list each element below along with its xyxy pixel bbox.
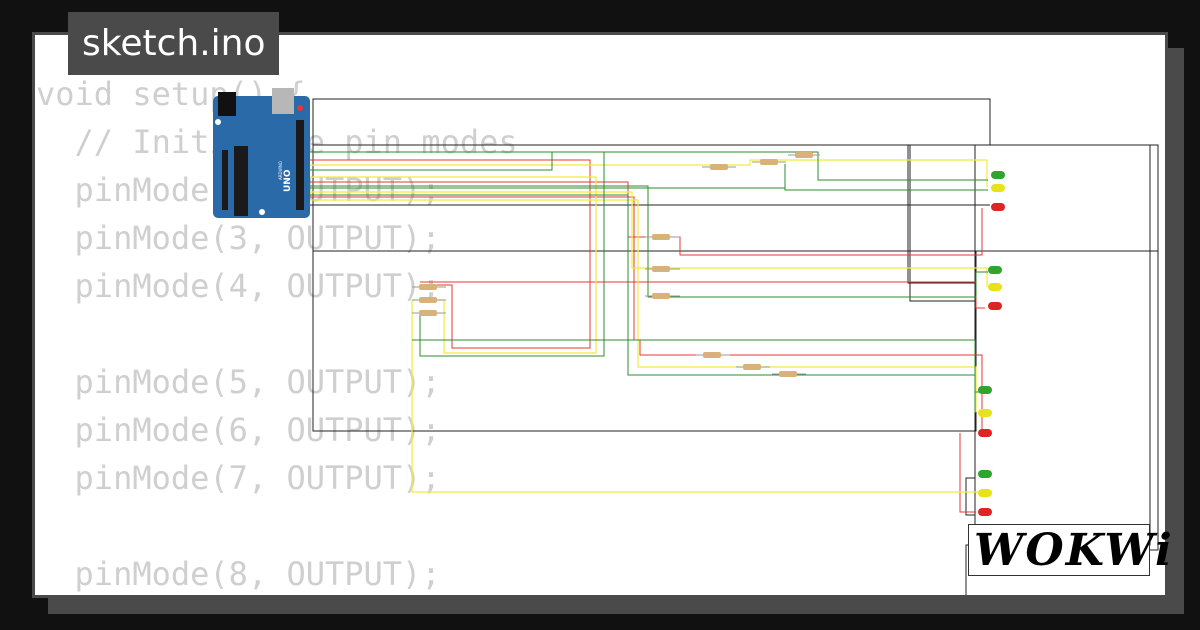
- resistor-icon: [702, 164, 736, 170]
- led-icon: [991, 171, 1005, 179]
- led-icon: [988, 266, 1002, 274]
- code-line: pinMode(7, OUTPUT);: [36, 459, 441, 497]
- led-icon: [988, 283, 1002, 291]
- resistor-icon: [412, 297, 446, 303]
- code-line: pinMode(5, OUTPUT);: [36, 363, 441, 401]
- board-brand-label: ARDUINO: [278, 161, 283, 180]
- resistor-icon: [696, 352, 730, 358]
- leds: [978, 171, 1005, 516]
- led-icon: [978, 429, 992, 437]
- code-line: pinMode(4, OUTPUT);: [36, 267, 441, 305]
- led-icon: [988, 302, 1002, 310]
- file-name-tab: sketch.ino: [68, 12, 280, 75]
- red-wires: [305, 159, 985, 513]
- resistor-icon: [645, 234, 680, 240]
- wokwi-logo-box: [968, 524, 1150, 576]
- led-icon: [978, 508, 992, 516]
- led-icon: [978, 386, 992, 394]
- led-icon: [978, 489, 992, 497]
- arduino-uno-board: UNO ARDUINO: [213, 88, 310, 218]
- code-line: pinMode(8, OUTPUT);: [36, 555, 441, 593]
- resistor-icon: [736, 364, 770, 370]
- black-wires: [310, 98, 1159, 595]
- resistor-icon: [412, 284, 446, 290]
- led-icon: [978, 470, 992, 478]
- resistor-icon: [645, 293, 680, 299]
- led-icon: [991, 184, 1005, 192]
- resistors: [412, 152, 820, 377]
- resistor-icon: [412, 310, 446, 316]
- code-line: pinMode(6, OUTPUT);: [36, 411, 441, 449]
- resistor-icon: [788, 152, 820, 158]
- resistor-icon: [752, 159, 786, 165]
- yellow-wires: [305, 159, 988, 493]
- green-wires: [305, 151, 988, 413]
- wokwi-logo: WOKWi: [974, 525, 1174, 576]
- board-model-label: UNO: [283, 169, 293, 192]
- led-icon: [978, 409, 992, 417]
- resistor-icon: [645, 266, 680, 272]
- resistor-icon: [772, 371, 806, 377]
- led-icon: [991, 203, 1005, 211]
